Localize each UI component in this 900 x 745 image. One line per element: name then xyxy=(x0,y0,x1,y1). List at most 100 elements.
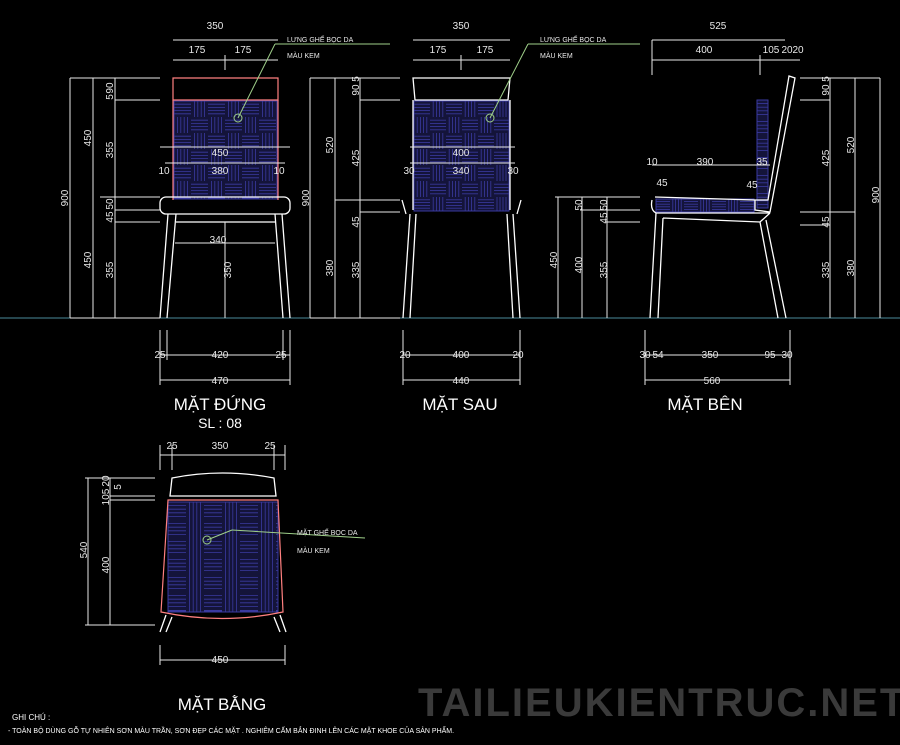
dim: 5 xyxy=(105,94,116,100)
dim: 400 xyxy=(574,256,585,273)
dim: 25 xyxy=(264,441,276,452)
dim: 900 xyxy=(301,189,312,206)
dim: 20 xyxy=(512,350,524,361)
dim: 520 xyxy=(325,136,336,153)
dim: 20 xyxy=(101,475,112,487)
dim: 35 xyxy=(756,157,768,168)
dim: 350 xyxy=(702,350,719,361)
dim: 420 xyxy=(212,350,229,361)
dim: 50 xyxy=(105,198,116,210)
back-note-line2: MÀU KEM xyxy=(540,51,573,60)
front-backrest-sides xyxy=(172,100,279,200)
dim: 20 xyxy=(792,45,804,56)
plan-seat-outline xyxy=(160,499,284,620)
dim: 560 xyxy=(704,376,721,387)
dim: 340 xyxy=(210,235,227,246)
dim: 900 xyxy=(60,189,71,206)
front-note-leader xyxy=(237,43,276,119)
dim: 10 xyxy=(273,166,285,177)
dim: 50 xyxy=(574,199,585,211)
dim: 10 xyxy=(158,166,170,177)
side-view-title: MẶT BÊN xyxy=(667,395,742,414)
side-chair-outline xyxy=(649,75,796,319)
dim: 25 xyxy=(166,441,178,452)
dim: 450 xyxy=(83,129,94,146)
dim: 350 xyxy=(212,441,229,452)
dim: 105 xyxy=(763,45,780,56)
dim: 425 xyxy=(821,149,832,166)
dim: 470 xyxy=(212,376,229,387)
dim: 400 xyxy=(101,556,112,573)
front-backrest-top xyxy=(172,77,279,101)
dim: 30 xyxy=(781,350,793,361)
dim: 5 xyxy=(113,484,124,490)
back-legs xyxy=(402,213,521,319)
dim: 450 xyxy=(212,655,229,666)
dim: 540 xyxy=(79,541,90,558)
dim: 30 xyxy=(403,166,415,177)
dim: 30 xyxy=(507,166,519,177)
dim: 335 xyxy=(821,261,832,278)
side-view: 525 400 105 20 20 10 390 35 45 45 450 50… xyxy=(549,21,882,414)
dim: 10 xyxy=(646,157,658,168)
dim: 380 xyxy=(325,259,336,276)
hatch-area xyxy=(167,501,279,613)
dim: 340 xyxy=(453,166,470,177)
front-view: LƯNG GHẾ BỌC DA MÀU KEM 350 175 175 900 … xyxy=(60,21,390,431)
plan-legs xyxy=(159,614,287,633)
dim: 20 xyxy=(399,350,411,361)
dim: 5 xyxy=(351,76,362,82)
notes-text: - TOÀN BỘ DÙNG GỖ TỰ NHIÊN SƠN MÀU TRẦN,… xyxy=(8,725,454,735)
dim: 355 xyxy=(105,261,116,278)
hatch-area xyxy=(756,99,769,209)
front-seat xyxy=(159,196,291,215)
dim: 105 xyxy=(101,488,112,505)
upholstery-hatch xyxy=(167,99,769,613)
back-view-title: MẶT SAU xyxy=(422,395,497,414)
dim: 175 xyxy=(477,45,494,56)
hatch-area xyxy=(173,100,278,200)
front-note-line1: LƯNG GHẾ BỌC DA xyxy=(287,34,354,44)
dim: 5 xyxy=(821,76,832,82)
dim: 50 xyxy=(599,199,610,211)
dim: 520 xyxy=(846,136,857,153)
dim: 355 xyxy=(105,141,116,158)
dim: 400 xyxy=(453,350,470,361)
dim: 175 xyxy=(235,45,252,56)
dim: 45 xyxy=(746,180,758,191)
quantity-label: SL : 08 xyxy=(198,415,242,431)
dim: 90 xyxy=(821,84,832,96)
dim: 390 xyxy=(697,157,714,168)
dim: 380 xyxy=(846,259,857,276)
dim: 25 xyxy=(275,350,287,361)
dim: 45 xyxy=(599,212,610,224)
watermark: TAILIEUKIENTRUC.NET xyxy=(418,681,900,725)
back-backrest-top xyxy=(412,77,511,101)
dim: 175 xyxy=(189,45,206,56)
plan-view: MẶT GHẾ BỌC DA MÀU KEM 25 350 25 540 105… xyxy=(79,441,366,714)
plan-note-line2: MÀU KEM xyxy=(297,546,330,555)
plan-note-line1: MẶT GHẾ BỌC DA xyxy=(297,527,358,537)
hatch-area xyxy=(655,198,755,213)
dim: 400 xyxy=(696,45,713,56)
notes-heading: GHI CHÚ : xyxy=(12,713,50,722)
dim: 525 xyxy=(710,21,727,32)
dim: 25 xyxy=(154,350,166,361)
dim: 20 xyxy=(781,45,793,56)
plan-backrest xyxy=(169,472,277,497)
dim: 45 xyxy=(821,216,832,228)
front-view-title: MẶT ĐỨNG xyxy=(174,395,267,414)
dim: 95 xyxy=(764,350,776,361)
dim: 45 xyxy=(656,178,668,189)
dim: 350 xyxy=(223,261,234,278)
back-view: LƯNG GHẾ BỌC DA MÀU KEM 350 175 175 900 … xyxy=(301,21,640,414)
dim: 355 xyxy=(599,261,610,278)
hatch-area xyxy=(413,100,510,212)
dim: 45 xyxy=(105,211,116,223)
dim: 425 xyxy=(351,149,362,166)
dim: 440 xyxy=(453,376,470,387)
dim: 450 xyxy=(212,148,229,159)
dim: 90 xyxy=(105,82,116,94)
dim: 54 xyxy=(652,350,664,361)
